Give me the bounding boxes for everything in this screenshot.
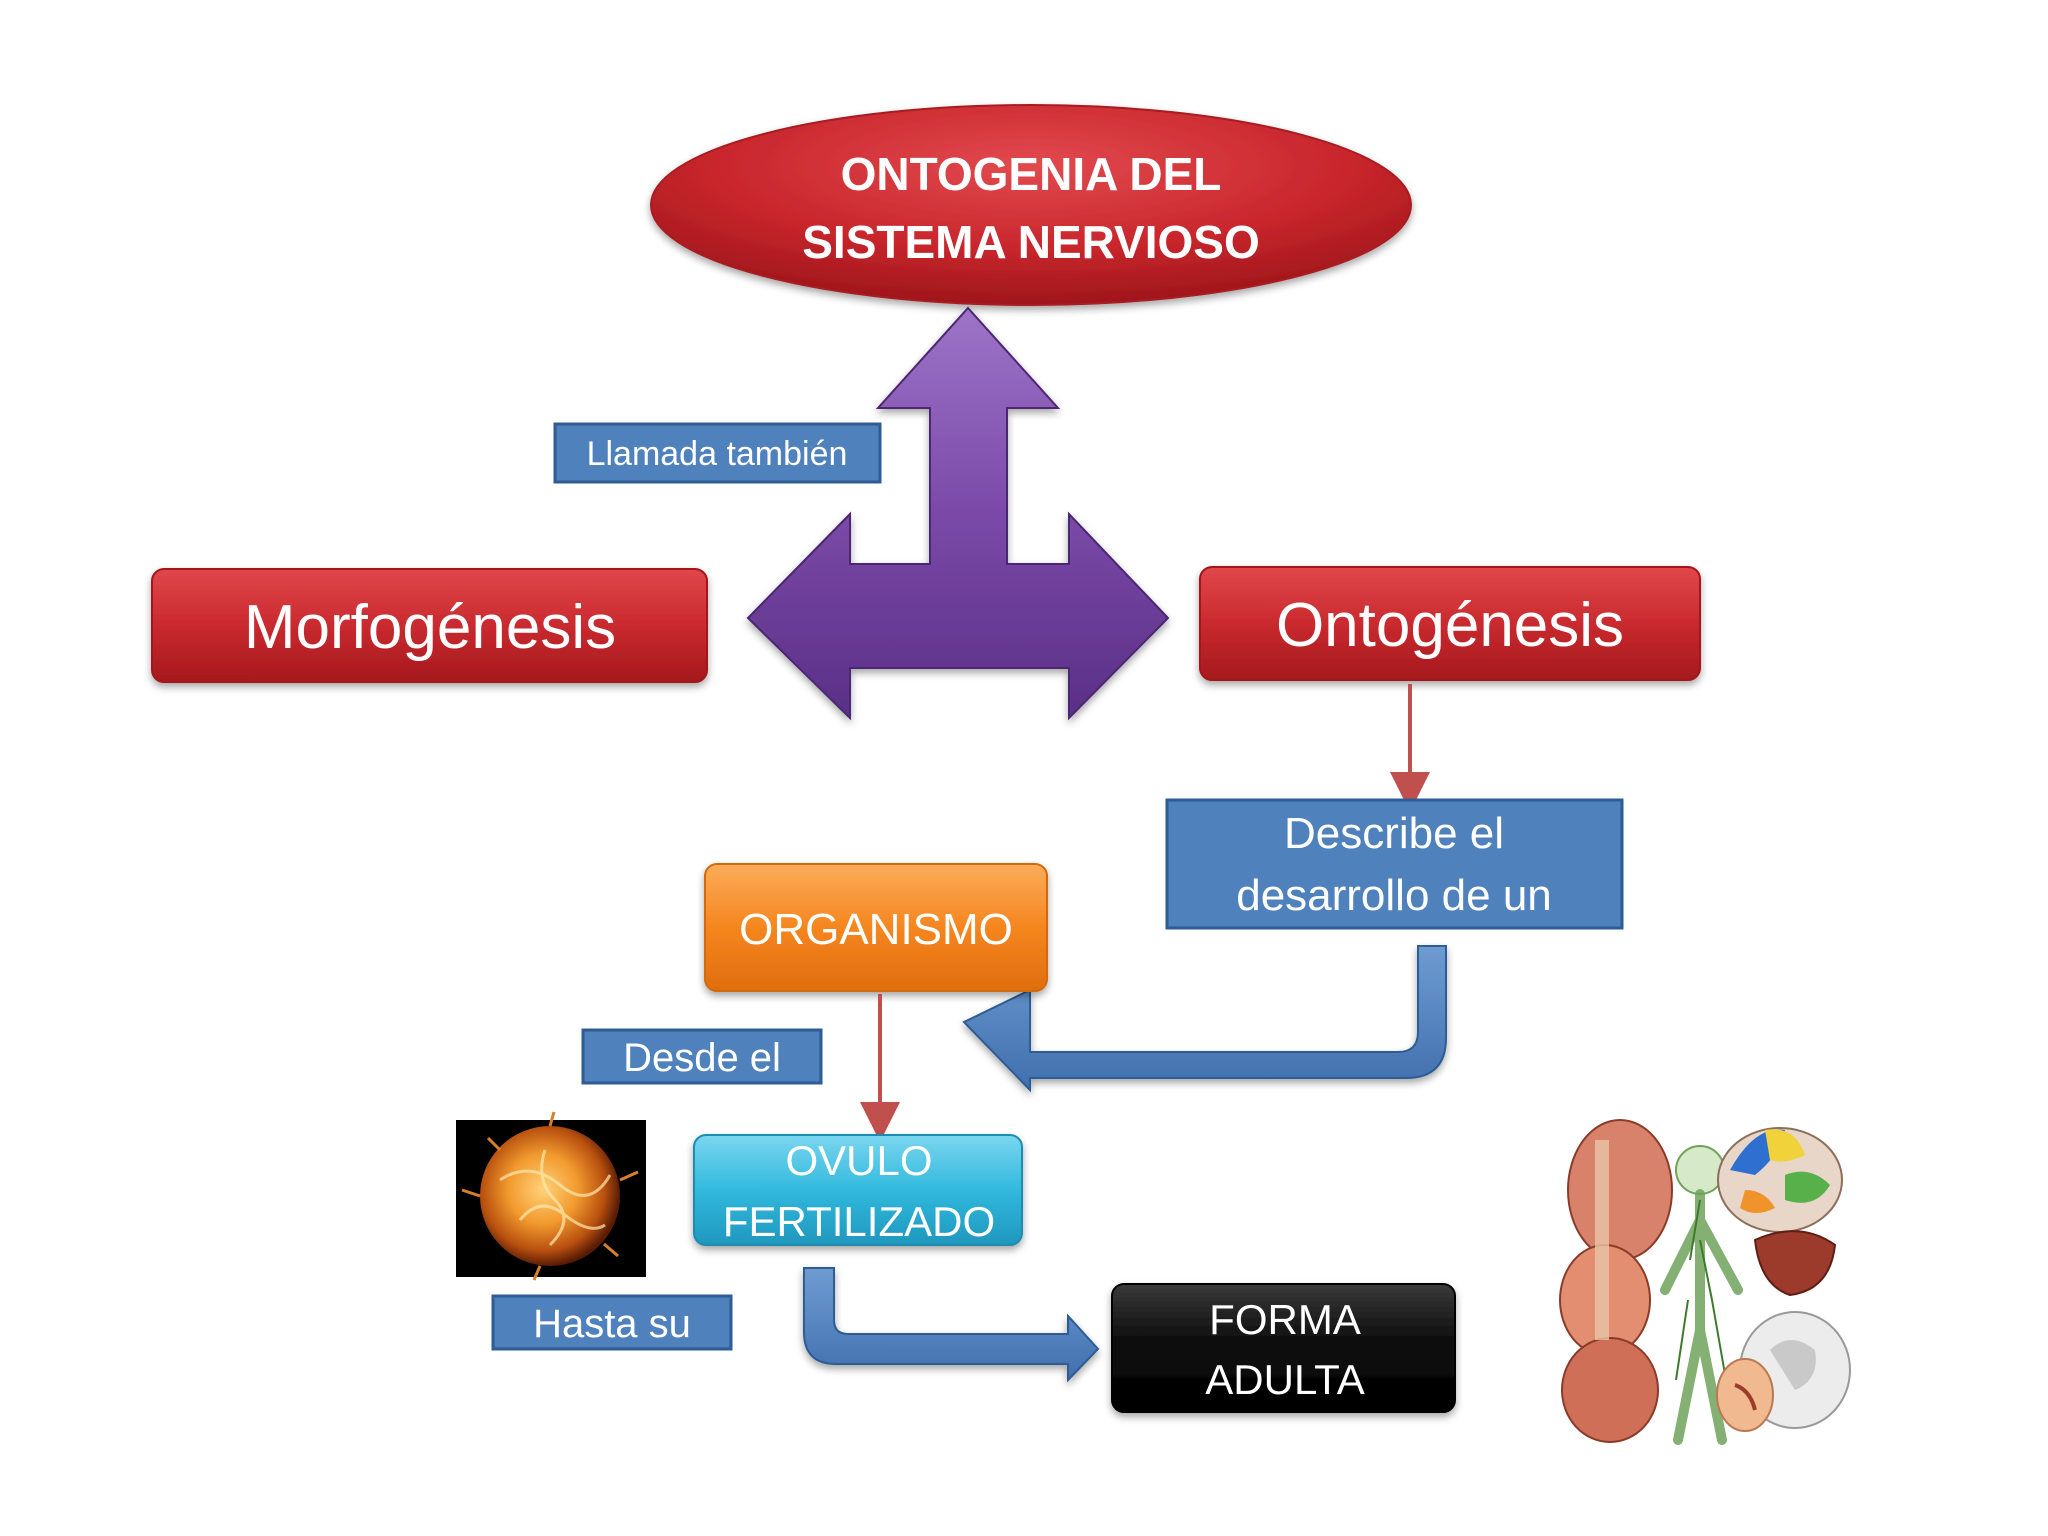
title-node [650, 104, 1412, 306]
ontogenesis-node [1199, 566, 1701, 681]
organismo-node [704, 863, 1048, 992]
until-label: Hasta su [533, 1302, 691, 1346]
curved-arrow-describe-organismo [962, 945, 1447, 1093]
title-line-2: SISTEMA NERVIOSO [802, 216, 1260, 268]
organismo-label: ORGANISMO [739, 905, 1013, 954]
forma-adulta-line-2: ADULTA [1205, 1356, 1364, 1403]
from-label: Desde el [623, 1036, 781, 1080]
describe-box [1165, 798, 1624, 930]
from-label-box [581, 1028, 823, 1085]
connector-label-box [553, 422, 882, 484]
ovulo-line-2: FERTILIZADO [723, 1198, 995, 1245]
three-way-arrow [746, 306, 1170, 721]
bent-arrow-ovulo-adulta [803, 1267, 1100, 1383]
describe-line-1: Describe el [1284, 809, 1504, 858]
ontogenesis-label: Ontogénesis [1276, 591, 1624, 660]
describe-line-2: desarrollo de un [1236, 871, 1552, 920]
forma-adulta-line-1: FORMA [1209, 1296, 1361, 1343]
connector-label: Llamada también [587, 435, 848, 473]
fertilized-egg-image [456, 1111, 646, 1281]
morfogenesis-label: Morfogénesis [244, 593, 616, 662]
until-label-box [491, 1294, 733, 1351]
title-line-1: ONTOGENIA DEL [841, 148, 1222, 200]
ovulo-node [693, 1134, 1023, 1246]
forma-adulta-node [1111, 1283, 1456, 1413]
ovulo-line-1: OVULO [785, 1137, 932, 1184]
morfogenesis-node [151, 568, 708, 683]
anatomy-illustration [1559, 1119, 1851, 1445]
